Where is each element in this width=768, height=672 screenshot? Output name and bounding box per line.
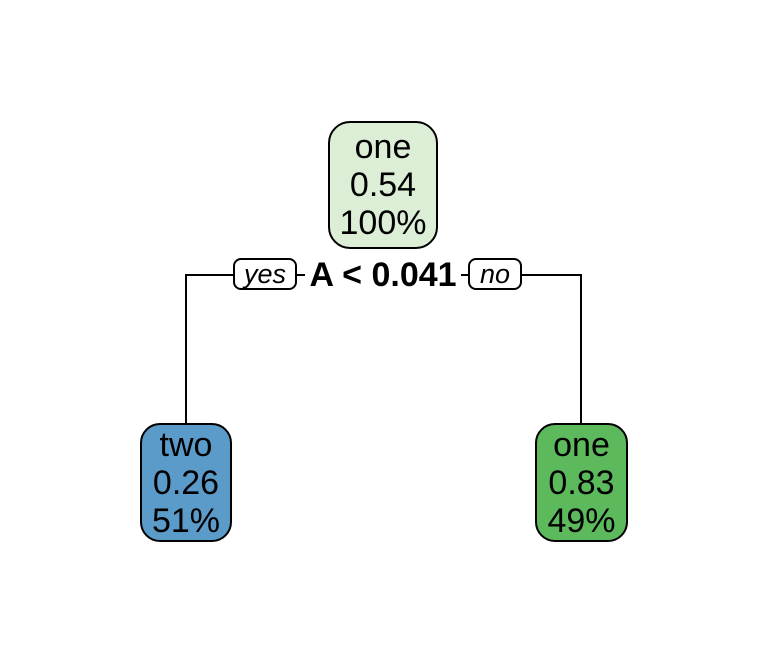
- no-branch-label: no: [468, 258, 522, 290]
- left-leaf-node: two 0.26 51%: [140, 423, 232, 542]
- left-leaf-coverage: 51%: [151, 501, 221, 540]
- right-leaf-node: one 0.83 49%: [535, 423, 628, 542]
- split-condition-label: A < 0.041: [305, 255, 461, 295]
- right-leaf-class: one: [553, 425, 610, 464]
- right-leaf-probability: 0.83: [548, 463, 615, 502]
- root-node-class: one: [354, 128, 412, 166]
- left-leaf-probability: 0.26: [152, 463, 220, 502]
- right-leaf-coverage: 49%: [547, 501, 616, 540]
- root-node: one 0.54 100%: [328, 121, 438, 249]
- yes-branch-label: yes: [233, 258, 297, 290]
- root-node-coverage: 100%: [339, 204, 427, 242]
- branch-right-vertical-line: [580, 274, 582, 423]
- left-leaf-class: two: [159, 425, 213, 464]
- branch-left-vertical-line: [185, 274, 187, 423]
- root-node-probability: 0.54: [349, 166, 417, 204]
